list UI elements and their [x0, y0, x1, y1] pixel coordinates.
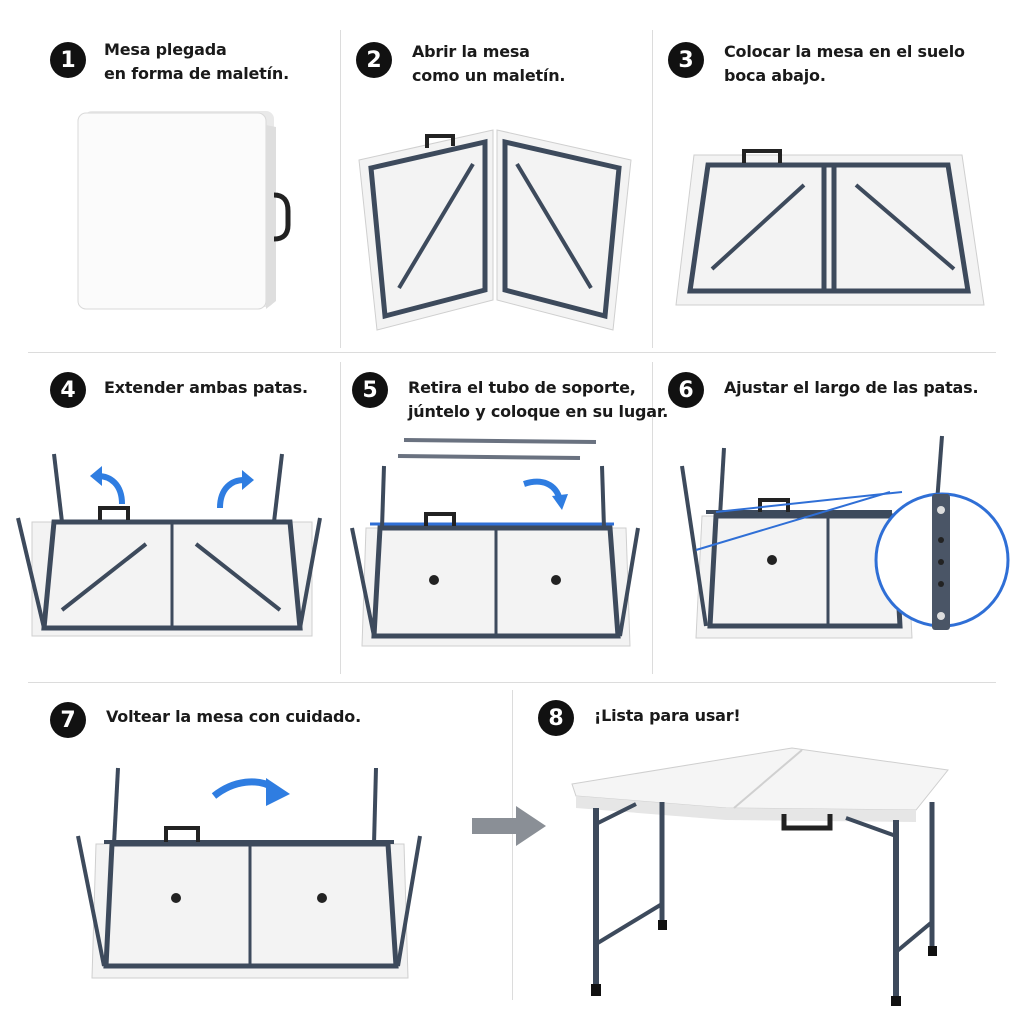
caption-line: Ajustar el largo de las patas. [724, 378, 979, 397]
step-number-badge: 2 [356, 42, 392, 78]
divider-h1 [28, 352, 996, 353]
divider-v4 [652, 362, 653, 674]
step-caption: ¡Lista para usar! [594, 704, 741, 728]
step-number-badge: 4 [50, 372, 86, 408]
caption-line: como un maletín. [412, 66, 566, 85]
caption-line: Colocar la mesa en el suelo [724, 42, 965, 61]
step-number-badge: 1 [50, 42, 86, 78]
curved-arrow-icon [90, 466, 125, 505]
right-arrow-icon [472, 806, 546, 846]
caption-line: boca abajo. [724, 66, 826, 85]
step-caption: Extender ambas patas. [104, 376, 308, 400]
curved-arrow-icon [523, 478, 568, 510]
step-caption: Voltear la mesa con cuidado. [106, 705, 361, 729]
finished-table-illustration [571, 747, 949, 1006]
divider-v3 [340, 362, 341, 674]
zoom-circle-icon [874, 492, 1010, 630]
caption-line: Retira el tubo de soporte, [408, 378, 636, 397]
leg-length-illustration [680, 435, 944, 639]
step-number-badge: 8 [538, 700, 574, 736]
divider-v1 [340, 30, 341, 348]
open-case-illustration [358, 129, 632, 331]
step-caption: Ajustar el largo de las patas. [724, 376, 979, 400]
step-number-badge: 6 [668, 372, 704, 408]
table-upside-down-illustration [675, 149, 985, 306]
folded-table-illustration [77, 111, 291, 310]
caption-line: Abrir la mesa [412, 42, 530, 61]
caption-line: Voltear la mesa con cuidado. [106, 707, 361, 726]
caption-line: júntelo y coloque en su lugar. [408, 402, 669, 421]
step-number-badge: 3 [668, 42, 704, 78]
curved-arrow-icon [211, 778, 290, 806]
divider-v5 [512, 690, 513, 1000]
flip-table-illustration [76, 767, 422, 979]
step-caption: Mesa plegada en forma de maletín. [104, 38, 289, 86]
support-tube-illustration [350, 438, 640, 647]
step-number-badge: 7 [50, 702, 86, 738]
caption-line: Mesa plegada [104, 40, 227, 59]
step-caption: Colocar la mesa en el suelo boca abajo. [724, 40, 965, 88]
curved-arrow-icon [217, 470, 254, 509]
caption-line: en forma de maletín. [104, 64, 289, 83]
divider-v2 [652, 30, 653, 348]
step-number-badge: 5 [352, 372, 388, 408]
step-caption: Retira el tubo de soporte, júntelo y col… [408, 376, 668, 424]
legs-extended-illustration [16, 453, 322, 637]
step-caption: Abrir la mesa como un maletín. [412, 40, 565, 88]
divider-h2 [28, 682, 996, 683]
caption-line: ¡Lista para usar! [594, 706, 741, 725]
caption-line: Extender ambas patas. [104, 378, 308, 397]
